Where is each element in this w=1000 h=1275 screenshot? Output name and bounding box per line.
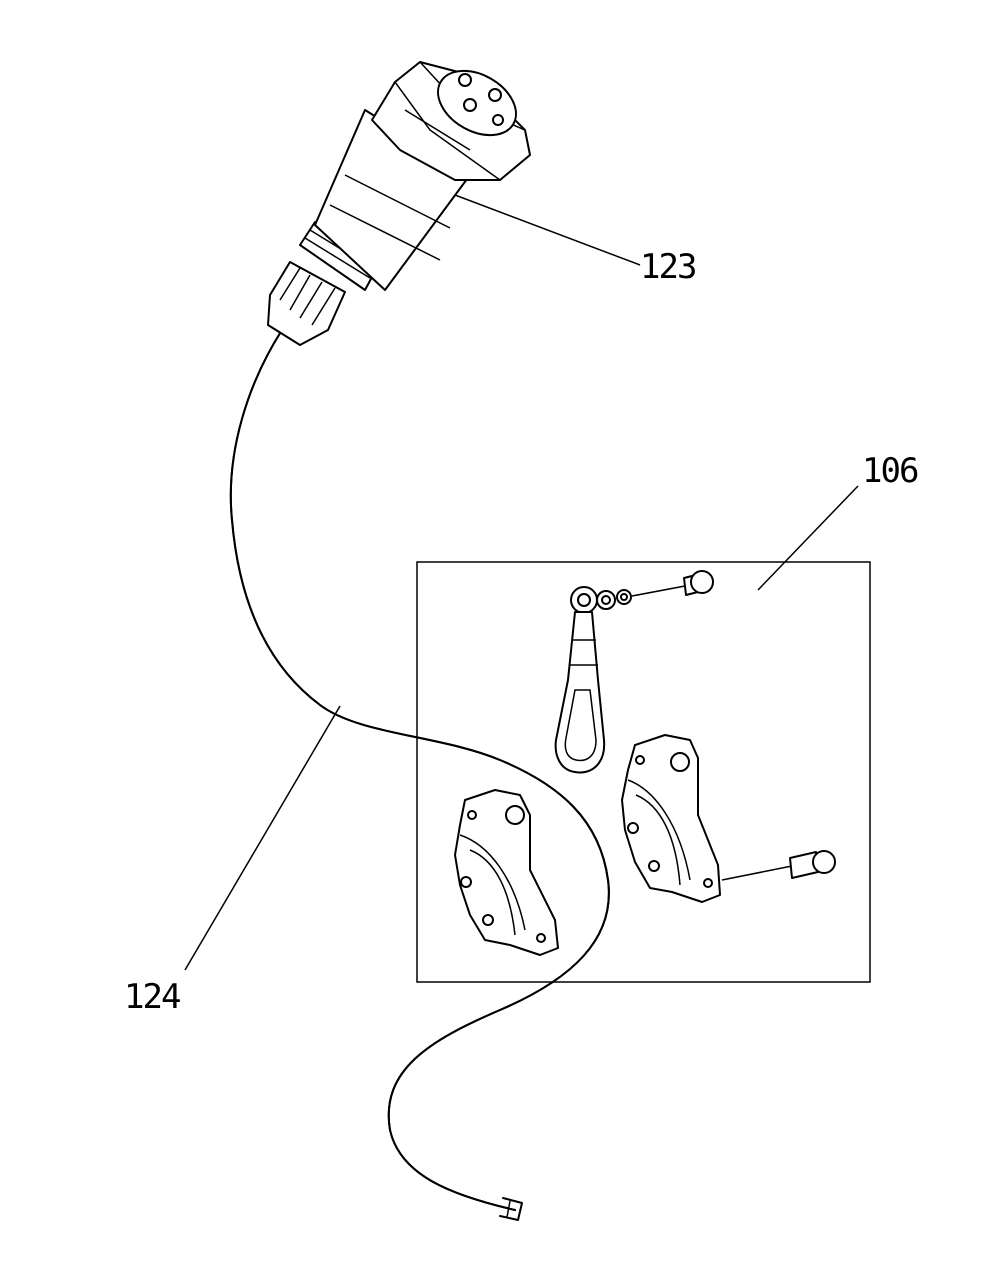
bracket-screw bbox=[721, 850, 836, 881]
leader-lines bbox=[184, 194, 859, 971]
connector-123 bbox=[267, 61, 531, 346]
wire-loop-strap bbox=[554, 611, 606, 774]
callout-106: 106 bbox=[862, 451, 918, 491]
mounting-bracket-left bbox=[454, 789, 559, 956]
kit-106-box bbox=[416, 561, 871, 983]
cable-124 bbox=[229, 329, 610, 1221]
mounting-bracket-right bbox=[621, 734, 721, 903]
ring-terminal-hardware bbox=[570, 570, 714, 614]
callout-123: 123 bbox=[640, 247, 695, 287]
callout-124: 124 bbox=[124, 977, 180, 1017]
